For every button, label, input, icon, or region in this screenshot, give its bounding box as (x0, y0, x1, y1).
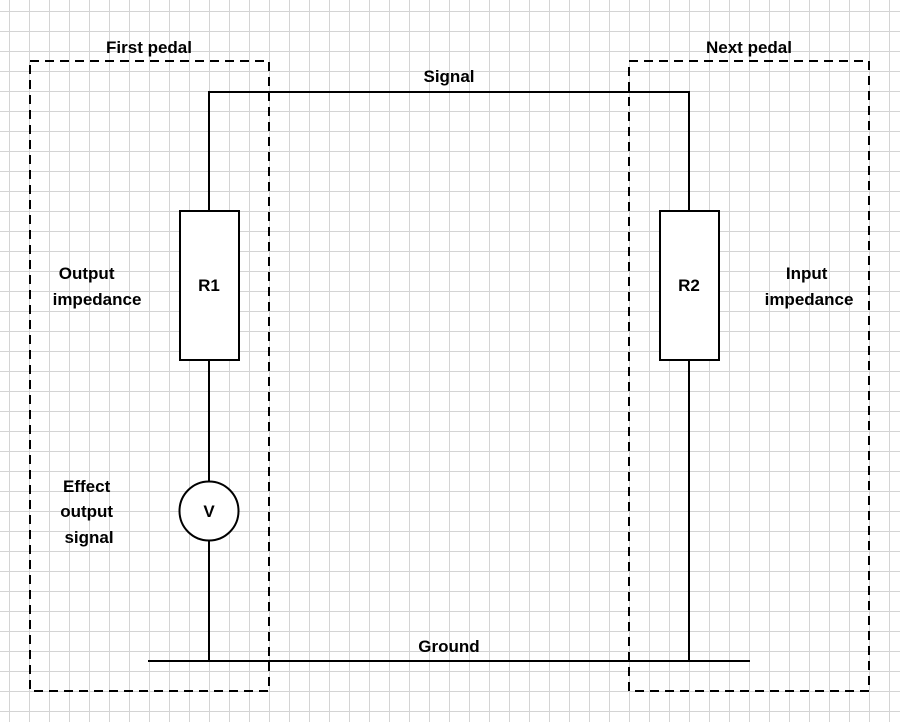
first-pedal-label: First pedal (106, 38, 192, 57)
output-impedance-label: Output impedance (53, 264, 142, 309)
input-impedance-line-2: impedance (765, 290, 854, 309)
next-pedal-box (628, 60, 870, 692)
r1-label: R1 (198, 276, 220, 295)
r2-label: R2 (678, 276, 700, 295)
input-impedance-line-1: Input (786, 264, 828, 283)
voltage-source-label: V (203, 502, 215, 521)
output-impedance-line-1: Output (59, 264, 115, 283)
ground-label: Ground (418, 637, 479, 656)
effect-output-signal-line-3: signal (64, 528, 113, 547)
signal-wire (208, 91, 690, 211)
resistor-r2 (659, 210, 720, 361)
effect-output-signal-label: Effect output signal (60, 477, 118, 547)
signal-label: Signal (423, 67, 474, 86)
output-impedance-line-2: impedance (53, 290, 142, 309)
input-impedance-label: Input impedance (765, 264, 854, 309)
effect-output-signal-line-2: output (60, 502, 113, 521)
effect-output-signal-line-1: Effect (63, 477, 111, 496)
voltage-source (178, 480, 240, 542)
next-pedal-label: Next pedal (706, 38, 792, 57)
resistor-r1 (179, 210, 240, 361)
